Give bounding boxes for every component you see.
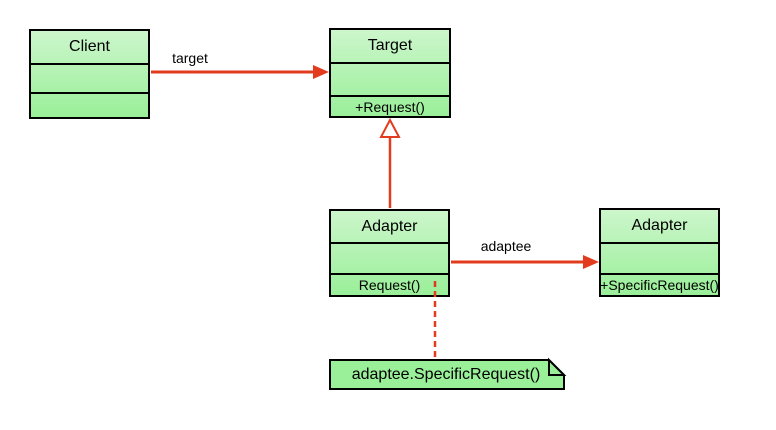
class-box-client: Client [29,29,150,119]
note-text: adaptee.SpecificRequest() [351,365,541,383]
class-adaptee-attributes [601,244,718,275]
class-client-name: Client [31,31,148,65]
class-adapter-method: Request() [358,277,421,293]
class-target-name: Target [331,30,449,64]
association-adapter-adaptee-arrowhead-icon [583,255,599,269]
edge-label-adaptee: adaptee [480,238,532,254]
class-box-adaptee: Adapter +SpecificRequest() [599,208,720,297]
edge-label-target: target [172,50,208,66]
class-box-adapter: Adapter Request() [329,209,450,297]
class-adaptee-method: +SpecificRequest() [601,277,718,293]
class-client-methods [31,94,148,117]
class-adaptee-name: Adapter [601,210,718,244]
class-client-attributes [31,65,148,94]
class-adapter-attributes [331,244,448,275]
class-target-attributes [331,64,449,97]
class-box-target: Target +Request() [329,28,451,118]
generalization-triangle-icon [379,117,401,138]
association-client-target-arrowhead-icon [313,65,329,79]
class-adapter-name: Adapter [331,211,448,244]
class-target-method: +Request() [355,98,425,115]
